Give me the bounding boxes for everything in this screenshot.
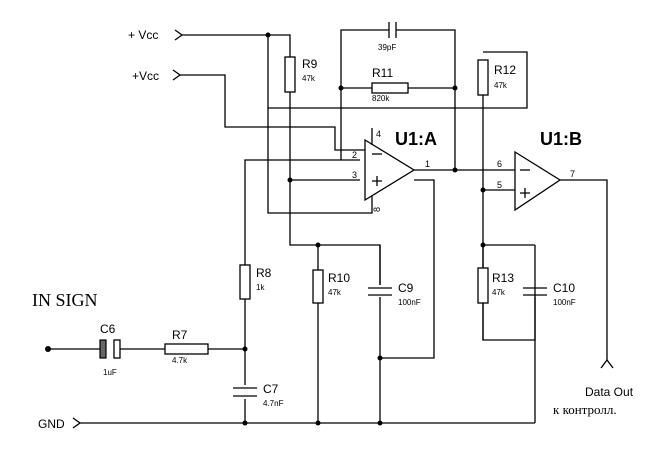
capacitor-c10: C10 100nF — [483, 244, 576, 307]
output-arrow-icon — [600, 358, 614, 369]
u1a-pin-inv: 2 — [352, 150, 357, 160]
r10-value: 47k — [328, 288, 342, 297]
vcc-top-arrow-icon — [174, 29, 184, 41]
r11-value: 820k — [372, 94, 390, 103]
r9-ref: R9 — [302, 57, 318, 71]
resistor-r9: R9 47k — [284, 56, 318, 93]
r9-body — [284, 56, 296, 93]
vcc-top-label: + Vcc — [128, 28, 158, 42]
junction-dot — [45, 346, 51, 352]
c9-value: 100nF — [398, 298, 421, 307]
junctions — [45, 32, 486, 426]
junction-dot — [242, 346, 248, 352]
terminals: + Vcc +Vcc GND Data Out к контролл. IN S… — [32, 28, 634, 431]
junction-dot — [338, 85, 344, 91]
u1a-pin-vminus: 8 — [372, 207, 382, 212]
c9-to-u1a — [380, 179, 435, 359]
r11-ref: R11 — [372, 66, 393, 80]
resistor-r10: R10 47k — [312, 269, 350, 304]
resistor-r8: R8 1k — [239, 264, 272, 300]
resistor-r13: R13 47k — [477, 267, 514, 304]
junction-dot — [452, 167, 458, 173]
u1b-out-wire — [560, 179, 608, 360]
u1b-plus-sign-icon — [520, 188, 530, 198]
vcc-mid-label: +Vcc — [132, 69, 159, 83]
r8-body — [239, 264, 251, 300]
junction-dot — [452, 85, 458, 91]
opamp-u1a: 2 3 1 4 8 U1:A — [352, 128, 437, 212]
data-out-label: Data Out — [585, 385, 634, 399]
c8-value: 39pF — [378, 43, 396, 52]
r7-value: 4.7k — [172, 356, 188, 365]
junction-dot — [315, 420, 321, 426]
in-sign-label: IN SIGN — [32, 290, 98, 310]
c6-value: 1uF — [103, 368, 117, 377]
u1b-pin-out: 7 — [570, 169, 575, 179]
c10-value: 100nF — [553, 298, 576, 307]
r13-ref: R13 — [492, 271, 514, 285]
c9-ref: C9 — [398, 281, 414, 295]
u1b-ref: U1:B — [540, 129, 582, 149]
resistor-r11: R11 820k — [371, 66, 409, 103]
controller-label: к контролл. — [553, 402, 617, 417]
capacitor-c9: C9 100nF — [368, 245, 421, 307]
c6-ref: C6 — [100, 322, 116, 336]
r12-value: 47k — [494, 81, 508, 90]
c6-plate-pos — [99, 339, 107, 359]
vcc-mid-wire — [180, 74, 372, 151]
u1a-pin-out: 1 — [425, 159, 430, 169]
opamp-u1a-symbol — [364, 138, 416, 202]
u1a-ref: U1:A — [395, 129, 437, 149]
r13-body — [477, 267, 489, 304]
r12-to-pin5 — [482, 95, 536, 341]
r13-value: 47k — [492, 288, 506, 297]
resistor-r7: R7 4.7k — [164, 328, 209, 365]
r10-body — [312, 269, 324, 304]
junction-dot — [480, 187, 486, 193]
opamp-u1b-symbol — [514, 150, 562, 212]
pin2-wire — [244, 159, 360, 260]
capacitor-c8: 39pF — [378, 22, 400, 52]
r10-ref: R10 — [328, 271, 350, 285]
feedback-top — [340, 29, 385, 160]
resistor-r12: R12 47k — [477, 59, 516, 96]
r8-value: 1k — [256, 283, 265, 292]
vcc-top-wire — [182, 34, 528, 109]
gnd-label: GND — [38, 417, 65, 431]
r9-value: 47k — [302, 74, 316, 83]
gnd-arrow-icon — [72, 417, 82, 429]
vcc-mid-arrow-icon — [172, 69, 182, 81]
u1b-pin-inv: 6 — [497, 159, 502, 169]
junction-dot — [377, 420, 383, 426]
junction-dot — [242, 420, 248, 426]
junction-dot — [315, 242, 321, 248]
c7-value: 4.7nF — [263, 399, 284, 408]
u1a-plus-sign-icon — [372, 176, 382, 186]
wires — [48, 29, 608, 424]
u1b-pin-noninv: 5 — [497, 180, 502, 190]
c10-ref: C10 — [553, 281, 575, 295]
junction-dot — [287, 177, 293, 183]
u1a-pin-noninv: 3 — [352, 170, 357, 180]
r7-ref: R7 — [172, 328, 188, 342]
c6-plate-neg — [113, 339, 121, 359]
r12-body — [477, 59, 489, 96]
junction-dot — [265, 32, 271, 38]
capacitor-c6: C6 1uF — [99, 322, 121, 377]
vcc-top-to-r9 — [268, 34, 291, 57]
feedback-top-right — [400, 29, 456, 170]
junction-dot — [377, 355, 383, 361]
u1a-pin-vplus: 4 — [376, 129, 381, 139]
c7-ref: C7 — [263, 382, 279, 396]
r12-ref: R12 — [494, 63, 516, 77]
r11-body — [371, 82, 409, 94]
r8-ref: R8 — [256, 266, 272, 280]
capacitor-c7: C7 4.7nF — [233, 382, 284, 408]
r7-body — [164, 343, 209, 355]
opamp-u1b: 6 5 7 U1:B — [497, 129, 582, 212]
